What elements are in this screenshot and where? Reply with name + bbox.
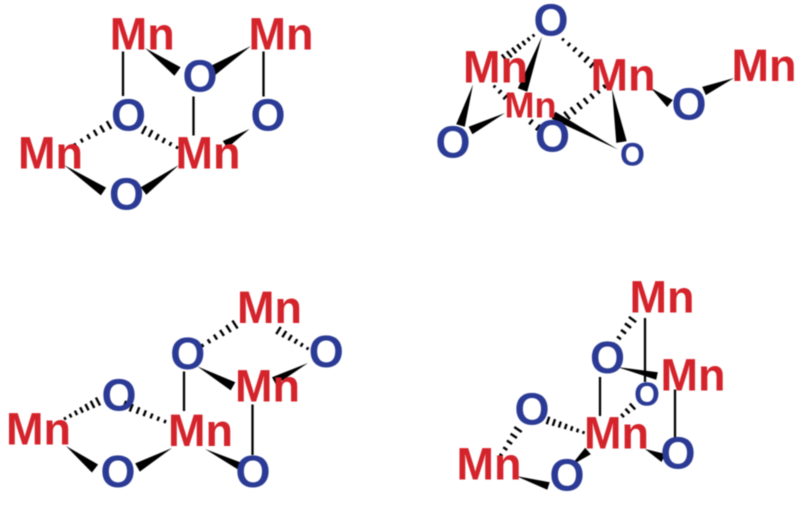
svg-text:O: O <box>235 446 270 497</box>
svg-text:Mn: Mn <box>463 42 528 93</box>
svg-text:O: O <box>100 446 135 497</box>
svg-text:Mn: Mn <box>18 127 83 178</box>
svg-text:Mn: Mn <box>249 8 314 59</box>
svg-text:Mn: Mn <box>235 361 300 412</box>
svg-text:O: O <box>101 370 136 421</box>
svg-text:Mn: Mn <box>457 438 522 489</box>
svg-text:Mn: Mn <box>661 350 726 401</box>
svg-text:O: O <box>671 78 706 129</box>
svg-text:O: O <box>182 50 217 101</box>
svg-text:O: O <box>109 168 144 219</box>
svg-text:O: O <box>309 326 344 377</box>
svg-text:O: O <box>590 332 625 383</box>
svg-text:O: O <box>514 384 549 435</box>
svg-text:Mn: Mn <box>110 8 175 59</box>
svg-text:O: O <box>549 449 584 500</box>
svg-text:O: O <box>620 137 645 173</box>
svg-text:O: O <box>111 89 146 140</box>
svg-text:Mn: Mn <box>505 85 557 126</box>
svg-text:Mn: Mn <box>732 40 797 91</box>
svg-text:Mn: Mn <box>168 405 233 456</box>
svg-text:O: O <box>533 0 568 46</box>
svg-text:Mn: Mn <box>591 49 656 100</box>
svg-text:O: O <box>634 376 660 413</box>
svg-text:O: O <box>435 116 470 167</box>
svg-text:O: O <box>170 328 205 379</box>
svg-text:Mn: Mn <box>584 408 649 459</box>
svg-text:Mn: Mn <box>6 403 71 454</box>
svg-text:O: O <box>535 110 570 161</box>
svg-text:O: O <box>660 428 695 479</box>
svg-text:Mn: Mn <box>176 127 241 178</box>
svg-text:Mn: Mn <box>630 272 695 323</box>
svg-text:Mn: Mn <box>237 282 302 333</box>
svg-text:O: O <box>250 89 285 140</box>
